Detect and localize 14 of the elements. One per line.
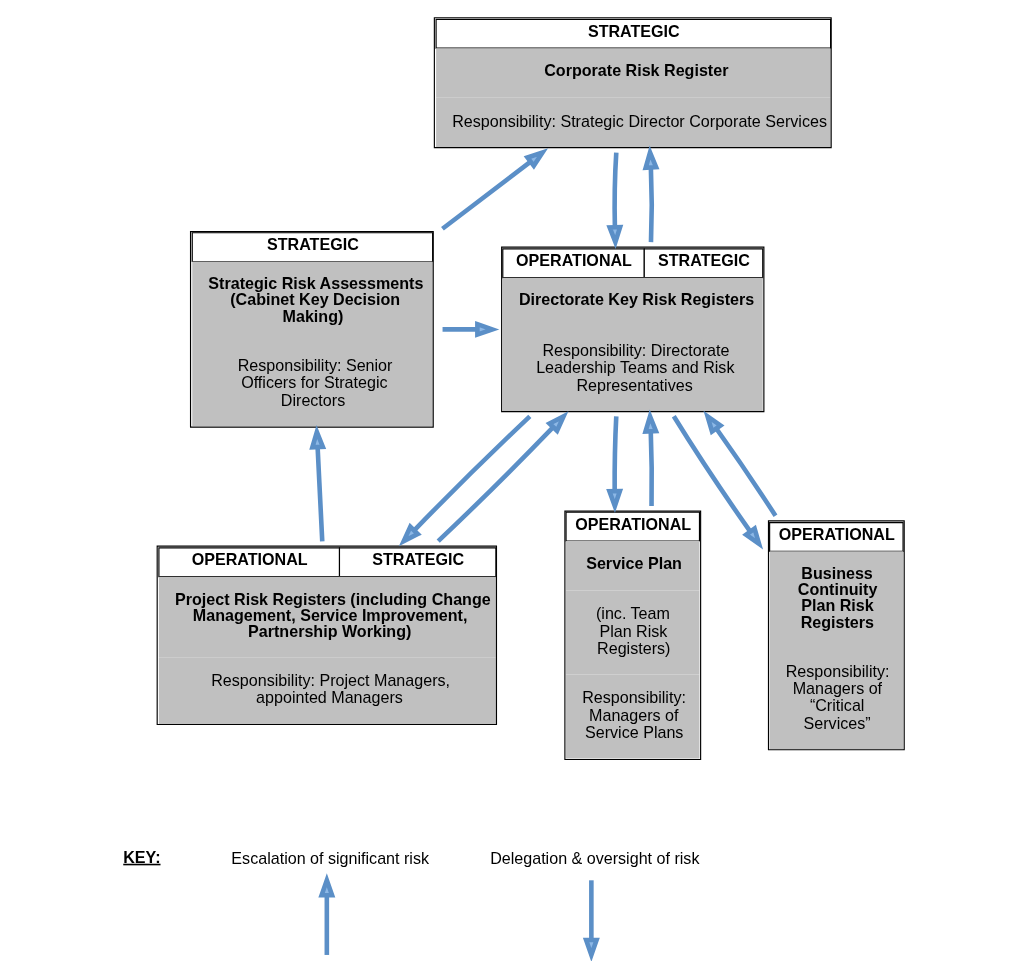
arrow: [703, 410, 778, 517]
arrow: [642, 409, 660, 507]
arrow: [309, 425, 327, 542]
arrow: [436, 411, 569, 543]
arrow: [671, 415, 764, 550]
arrow: [642, 145, 660, 243]
arrow: [606, 416, 624, 514]
arrow: [441, 148, 549, 231]
arrow: [398, 414, 532, 547]
label: KEY:: [123, 847, 161, 866]
arrow: [442, 320, 500, 338]
arrow: [606, 152, 624, 250]
legend-label: Delegation & oversight of risk: [490, 848, 700, 867]
legend-label: Escalation of significant risk: [231, 848, 430, 867]
